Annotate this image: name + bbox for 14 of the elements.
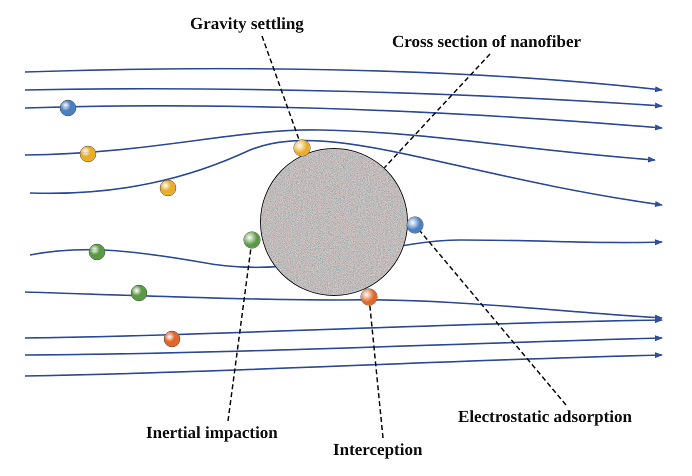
particle — [361, 289, 377, 305]
leader-line — [420, 230, 567, 406]
callout-label: Gravity settling — [190, 14, 304, 34]
particle — [407, 217, 423, 233]
leader-line — [384, 54, 491, 168]
callout-label: Interception — [333, 440, 422, 460]
leader-line — [227, 248, 252, 422]
particle — [244, 232, 260, 248]
callout-label: Inertial impaction — [146, 423, 278, 443]
particle — [294, 140, 310, 156]
leader-line — [369, 304, 384, 438]
callout-label: Electrostatic adsorption — [458, 407, 632, 427]
callout-label: Cross section of nanofiber — [392, 32, 582, 52]
leader-line — [261, 36, 300, 141]
